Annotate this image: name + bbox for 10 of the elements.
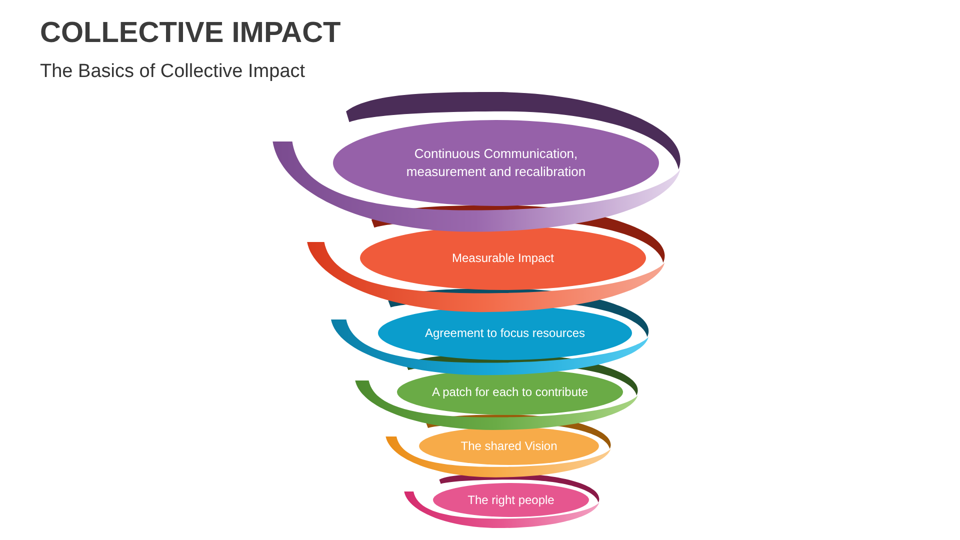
level-label: The right people (468, 492, 554, 508)
slide-subtitle: The Basics of Collective Impact (40, 61, 306, 84)
level-label: Agreement to focus resources (424, 324, 586, 342)
level-label: A patch for each to contribute (432, 384, 588, 400)
level-label: Continuous Communication, measurement and recalibration (405, 145, 587, 181)
level-ellipse (433, 483, 589, 517)
level-label: Measurable Impact (452, 250, 554, 266)
level-label: The shared Vision (460, 438, 558, 454)
slide-title: COLLECTIVE IMPACT (40, 17, 341, 50)
level-ellipse (419, 427, 599, 465)
